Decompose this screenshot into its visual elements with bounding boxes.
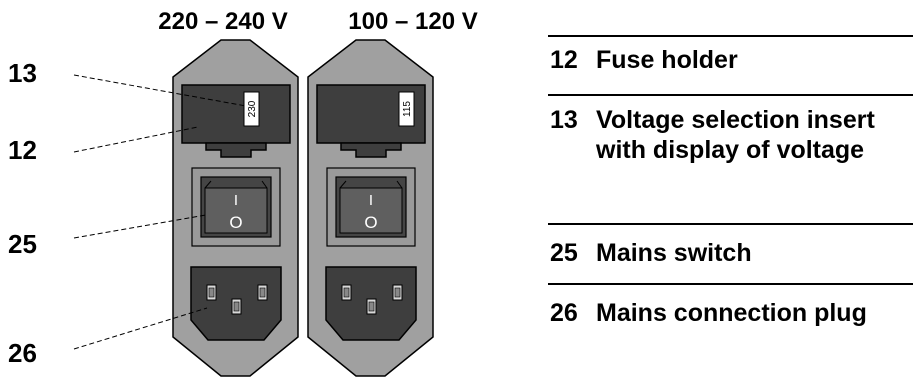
legend-text: Mains connection plug [596, 299, 867, 327]
switch-rocker [339, 187, 403, 234]
legend-row-12: 12 Fuse holder [548, 45, 913, 75]
callout-26: 26 [8, 338, 37, 368]
voltage-selection-insert [398, 91, 415, 127]
leader-13 [73, 74, 247, 107]
voltage-heading-230v: 220 – 240 V [158, 8, 287, 35]
fuse-holder-tab [340, 142, 402, 158]
callout-12: 12 [8, 135, 37, 165]
power-module-230v: 230 I O [172, 39, 299, 377]
legend-number: 25 [550, 239, 578, 267]
leader-26 [73, 307, 208, 350]
insert-voltage-value: 230 [247, 100, 258, 117]
legend-number: 13 [550, 106, 578, 134]
fuse-holder [181, 84, 291, 144]
fuse-holder-tab [205, 142, 267, 158]
legend-row-13: 13 Voltage selection insert with display… [548, 105, 913, 165]
legend-rule [548, 283, 913, 285]
legend-row-26: 26 Mains connection plug [548, 298, 913, 328]
legend-rule [548, 94, 913, 96]
legend-rule [548, 223, 913, 225]
leader-25 [73, 214, 207, 239]
leader-lines [73, 74, 247, 350]
insert-voltage-value: 115 [402, 101, 413, 117]
legend-number: 26 [550, 299, 578, 327]
legend-row-25: 25 Mains switch [548, 238, 913, 268]
leader-12 [73, 126, 199, 153]
voltage-heading-115v: 100 – 120 V [348, 8, 477, 35]
legend-rule [548, 35, 913, 37]
power-module-115v: 115 I O [307, 39, 434, 377]
voltage-selection-insert [243, 91, 260, 127]
switch-on-mark: I [369, 192, 373, 209]
switch-rocker [204, 187, 268, 234]
switch-off-mark: O [229, 213, 242, 232]
legend-text: Voltage selection insert with display of… [596, 106, 875, 164]
legend-text: Fuse holder [596, 46, 738, 74]
callout-25: 25 [8, 229, 37, 259]
legend-text: Mains switch [596, 239, 752, 267]
switch-off-mark: O [364, 213, 377, 232]
switch-on-mark: I [234, 192, 238, 209]
legend-number: 12 [550, 46, 578, 74]
callout-13: 13 [8, 58, 37, 88]
